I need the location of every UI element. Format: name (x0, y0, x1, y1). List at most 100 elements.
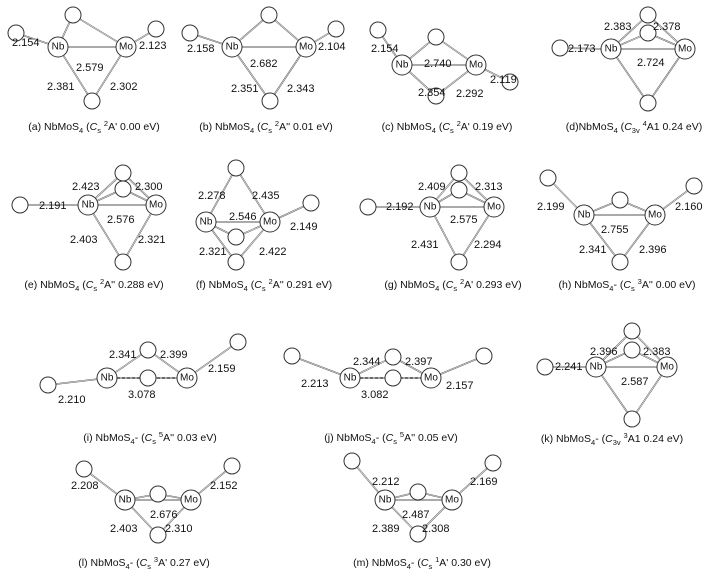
bond-length-label: 2.213 (301, 378, 329, 390)
bond-length-label: 2.160 (675, 201, 703, 213)
panel-caption: (l) NbMoS4- (Cs 3A' 0.27 eV) (78, 555, 209, 571)
mo-atom-label: Mo (180, 373, 194, 384)
bond-length-label: 2.310 (165, 523, 193, 535)
mo-atom (259, 211, 281, 233)
nb-atom (47, 36, 69, 58)
panel-caption: (m) NbMoS4- (Cs 1A' 0.30 eV) (353, 555, 491, 571)
bond-length-label: 2.152 (210, 480, 238, 492)
mo-atom-label: Mo (149, 200, 163, 211)
sulfur-atom (384, 369, 402, 387)
bond-length-label: 2.423 (72, 181, 100, 193)
mo-atom (483, 196, 505, 218)
nb-atom (195, 211, 217, 233)
bond-length-label: 2.119 (490, 74, 517, 86)
mo-atom (295, 36, 317, 58)
bond-length-label: 2.396 (639, 244, 667, 256)
bond-length-label: 2.149 (290, 221, 318, 233)
bond-highlight (269, 46, 307, 102)
nb-atom (96, 367, 118, 389)
bond-length-label: 2.435 (252, 190, 280, 202)
mo-atom-label: Mo (648, 210, 662, 221)
sulfur-atom (64, 6, 82, 24)
bond-highlight (235, 167, 271, 223)
bond-highlight (595, 366, 633, 420)
sulfur-atom (551, 39, 569, 57)
bond-length-label: 2.241 (555, 361, 583, 373)
panel-caption: (g) NbMoS4 (Cs 2A' 0.293 eV) (384, 277, 521, 293)
sulfur-atom (623, 322, 641, 340)
sulfur-atom (427, 28, 445, 46)
panel-caption: (f) NbMoS4 (Cs 2A'' 0.291 eV) (196, 277, 332, 293)
mo-atom (674, 38, 696, 60)
bond-length-label: 2.546 (229, 211, 257, 223)
bond-length-label: 2.399 (160, 349, 188, 361)
sulfur-atom (611, 191, 629, 209)
bond-length-label: 2.199 (537, 201, 565, 213)
sulfur-atom (484, 454, 502, 472)
sulfur-atom (409, 483, 427, 501)
panel-caption: (h) NbMoS4- (Cs 3A'' 0.00 eV) (559, 277, 696, 293)
bond-length-label: 2.422 (259, 246, 287, 258)
bond-length-label: 2.292 (456, 88, 484, 100)
bond-length-label: 2.403 (110, 523, 138, 535)
bond-length-label: 2.157 (446, 380, 474, 392)
mo-atom (420, 367, 442, 389)
mo-atom-label: Mo (263, 217, 277, 228)
bond-length-label: 2.575 (450, 214, 478, 226)
bond-length-label: 2.191 (39, 200, 67, 212)
sulfur-atom (11, 196, 29, 214)
sulfur-atom (343, 452, 361, 470)
bond-length-label: 3.082 (361, 389, 389, 401)
sulfur-atom (409, 525, 427, 543)
bond-length-label: 2.396 (590, 346, 618, 358)
panel-caption: (j) NbMoS4- (Cs 5A'' 0.05 eV) (324, 430, 457, 446)
sulfur-atom (114, 164, 132, 182)
sulfur-atom (260, 6, 278, 24)
sulfur-atom (75, 460, 93, 478)
mo-atom-label: Mo (678, 44, 692, 55)
bond-highlight (122, 204, 157, 263)
bond-highlight (647, 48, 686, 104)
bond-length-label: 2.579 (76, 62, 104, 74)
bond-length-label: 2.159 (208, 363, 236, 375)
mo-atom-label: Mo (119, 42, 133, 53)
bond-length-label: 2.383 (604, 21, 632, 33)
panel-caption: (i) NbMoS4- (Cs 5A'' 0.03 eV) (83, 430, 216, 446)
sulfur-atom (639, 24, 657, 42)
mo-atom (115, 36, 137, 58)
bond-length-label: 2.381 (47, 81, 75, 93)
nb-atom-label: Nb (344, 373, 357, 384)
sulfur-atom (639, 94, 657, 112)
sulfur-atom (475, 347, 493, 365)
panel-caption: (k) NbMoS4- (C3v 3A1 0.24 eV) (541, 431, 683, 447)
sulfur-atom (7, 24, 25, 42)
sulfur-atom (501, 73, 519, 91)
sulfur-atom (384, 348, 402, 366)
bond-length-label: 2.154 (371, 43, 399, 55)
bond-length-label: 2.208 (71, 480, 99, 492)
sulfur-atom (139, 369, 157, 387)
nb-atom-label: Nb (52, 42, 65, 53)
sulfur-atom (149, 526, 167, 544)
bond-length-label: 2.278 (198, 190, 226, 202)
nb-atom (221, 36, 243, 58)
bond-highlight (610, 48, 649, 104)
bond-length-label: 2.343 (287, 83, 315, 95)
bond-highlight (87, 204, 124, 263)
nb-atom-label: Nb (578, 210, 591, 221)
sulfur-atom (685, 177, 703, 195)
bond-length-label: 2.676 (150, 509, 178, 521)
mo-atom (180, 489, 202, 511)
sulfur-atom (450, 164, 468, 182)
mo-atom-label: Mo (445, 495, 459, 506)
sulfur-atom (149, 485, 167, 503)
nb-atom (114, 489, 136, 511)
sulfur-atom (327, 20, 345, 38)
sulfur-atom (261, 92, 279, 110)
